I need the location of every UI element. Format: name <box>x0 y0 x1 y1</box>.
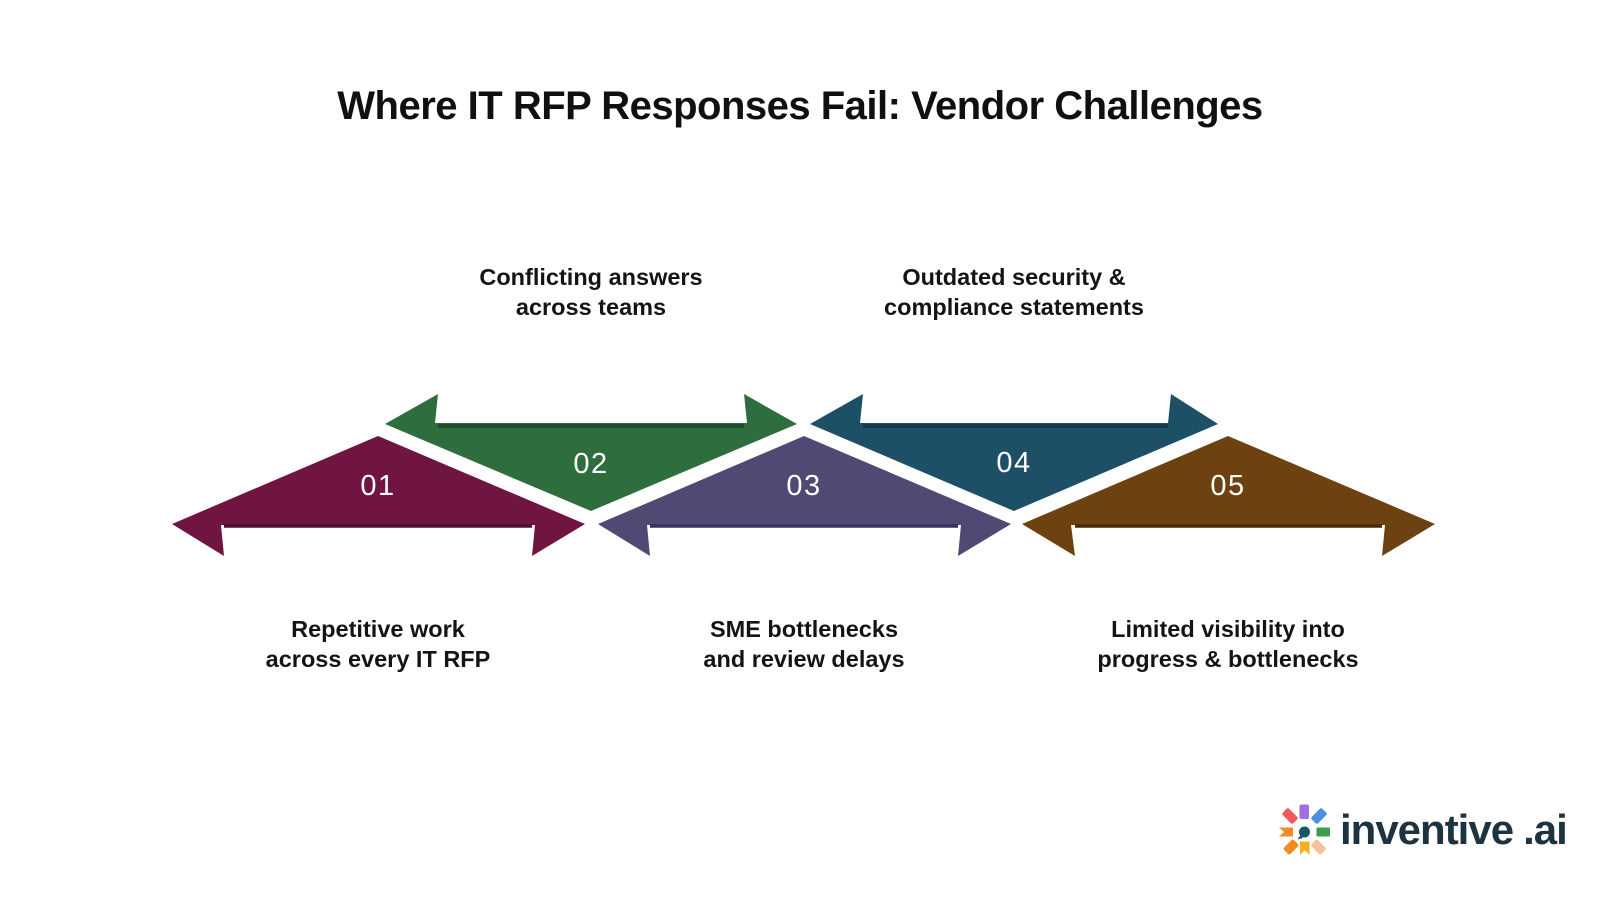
logo-burst-south-ribbon <box>1300 841 1310 855</box>
step-3-number: 03 <box>786 470 822 502</box>
logo-center-dot <box>1299 826 1310 838</box>
step-1-number: 01 <box>360 470 396 502</box>
step-5-caption-line2: progress & bottlenecks <box>1097 645 1359 672</box>
step-1-caption-line2: across every IT RFP <box>265 645 491 672</box>
step-1-arrow-shape <box>172 436 585 556</box>
logo-burst-southeast-bar <box>1311 839 1326 855</box>
step-4-number: 04 <box>996 447 1032 479</box>
logo-brand-text: inventive <box>1340 806 1514 853</box>
step-3-caption-line1: SME bottlenecks <box>709 616 899 642</box>
step-1-caption: Repetitive work across every IT RFP <box>148 615 608 674</box>
logo-burst-southwest-bar <box>1283 839 1299 855</box>
logo-burst-northeast-bar <box>1311 808 1327 824</box>
step-4-arrow-shape <box>810 394 1218 511</box>
logo-center-dot-tail <box>1297 835 1303 840</box>
step-5-number: 05 <box>1210 470 1246 502</box>
step-2-arrow-shape <box>385 394 797 511</box>
step-5-caption-line1: Limited visibility into <box>1111 616 1345 642</box>
inventive-logo-burst-icon <box>1279 804 1330 855</box>
step-2-caption-line1: Conflicting answers <box>479 264 703 290</box>
logo-burst-west-ribbon <box>1279 827 1293 837</box>
step-3-arrow-shape <box>598 436 1011 556</box>
step-4-caption: Outdated security & compliance statement… <box>784 263 1244 322</box>
logo-burst-northwest-bar <box>1282 808 1298 824</box>
step-3-caption-line2: and review delays <box>703 645 905 672</box>
step-1-caption-line1: Repetitive work <box>291 616 465 642</box>
step-2-caption-line2: across teams <box>515 293 667 320</box>
step-2-number: 02 <box>573 448 609 480</box>
step-5-arrow-shape <box>1022 436 1435 556</box>
step-3-caption: SME bottlenecks and review delays <box>574 615 1034 674</box>
step-4-caption-line1: Outdated security & <box>902 264 1126 290</box>
inventive-logo: inventive .ai <box>1278 800 1568 860</box>
logo-suffix-text: .ai <box>1523 806 1568 853</box>
logo-burst-east-bar <box>1316 827 1330 837</box>
step-2-caption: Conflicting answers across teams <box>361 263 821 322</box>
page-title: Where IT RFP Responses Fail: Vendor Chal… <box>337 84 1263 128</box>
logo-burst-north-bar <box>1299 804 1309 819</box>
step-4-caption-line2: compliance statements <box>884 293 1144 320</box>
step-5-caption: Limited visibility into progress & bottl… <box>998 615 1458 674</box>
